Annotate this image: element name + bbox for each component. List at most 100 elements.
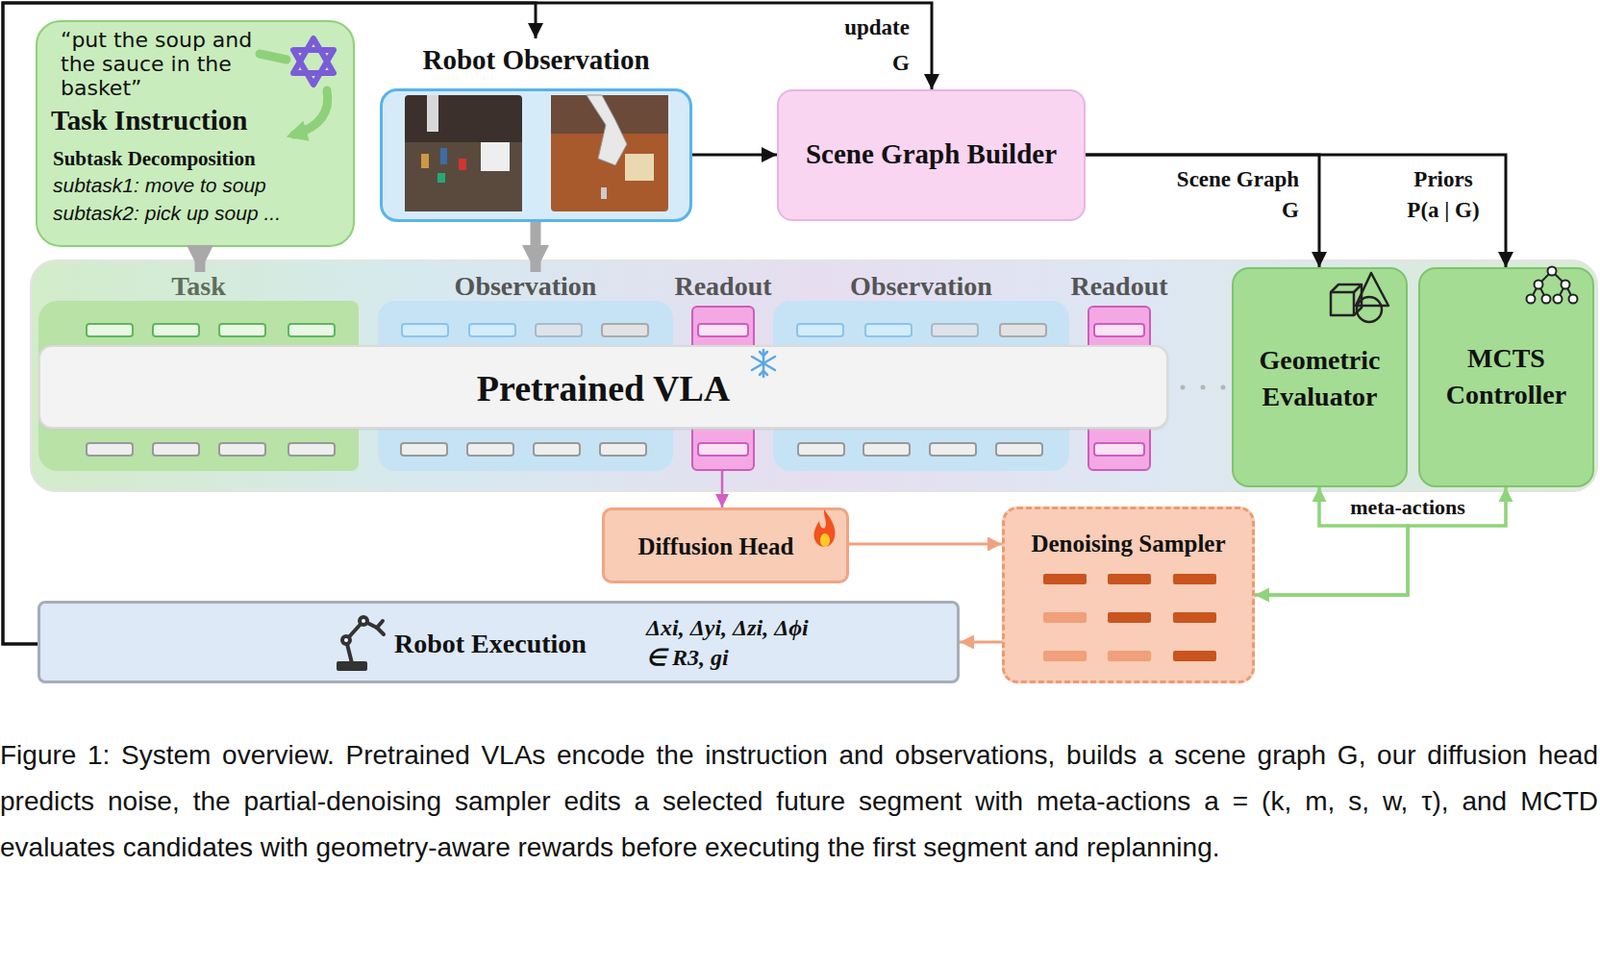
node-label: Pretrained VLA [40, 368, 1167, 409]
output-token [86, 443, 1043, 456]
node-text: Subtask Decomposition [52, 147, 256, 171]
camera-image [404, 142, 523, 212]
tree-icon [1534, 280, 1544, 290]
camera-image [550, 95, 669, 212]
node-label: Scene Graph Builder [778, 137, 1084, 171]
node-label: MCTS Controller [1420, 340, 1593, 414]
connector-arrow [1254, 487, 1408, 596]
connector-arrow [530, 222, 542, 273]
readout-token [1094, 324, 1145, 337]
readout-token [1094, 443, 1145, 456]
robot-arm-icon [346, 621, 377, 664]
trajectory-segment [1173, 650, 1217, 662]
geometry-icon [1355, 273, 1389, 306]
observation-panel: Robot Observation [379, 38, 693, 223]
geometry-icon [1356, 297, 1382, 323]
trajectory-segment [1173, 612, 1217, 624]
geometry-icon [1330, 273, 1389, 323]
connector-arrow [1085, 154, 1320, 268]
camera-image [586, 95, 627, 166]
frozen-snowflake [751, 356, 775, 371]
connector-arrow [1254, 487, 1506, 596]
connector-arrow [2, 2, 536, 645]
module-box: MCTS Controller [1418, 267, 1595, 488]
frozen-snowflake [751, 356, 775, 371]
observation-token [601, 324, 649, 337]
node-text: Task Instruction [50, 104, 248, 136]
robot-arm-icon [359, 617, 368, 625]
task-token [152, 324, 200, 337]
trajectory-segment [1107, 612, 1151, 624]
output-token [467, 443, 514, 456]
llm-logo [293, 50, 334, 85]
model-box: Pretrained VLA [38, 345, 1169, 429]
task-token [86, 324, 133, 337]
frozen-snowflake [759, 351, 764, 356]
robot-arm-icon [338, 617, 384, 670]
camera-image [426, 95, 439, 132]
connector-arrow [959, 641, 1002, 645]
camera-image [404, 95, 523, 212]
trajectory-segment [1107, 650, 1151, 662]
trajectory-segment [1043, 574, 1087, 585]
trainable-fire [814, 509, 836, 548]
node-label: Denoising Sampler [1004, 530, 1252, 558]
node-label: Task [171, 272, 226, 301]
camera-image [437, 173, 446, 183]
output-token [86, 443, 133, 456]
output-token [533, 443, 580, 456]
tree-icon [1538, 284, 1547, 300]
output-token [288, 443, 335, 456]
node-label: Diffusion Head [604, 533, 827, 561]
connector-arrow [849, 543, 1002, 547]
node-label: Robot Observation [379, 44, 693, 75]
trajectory-segment [1043, 612, 1087, 624]
node-frame [379, 88, 693, 223]
tree-icon [1538, 271, 1552, 285]
execution-box: Robot ExecutionΔxi, Δyi, Δzi, Δϕi ∈ R3, … [37, 600, 960, 684]
continuation-dots [1200, 385, 1206, 391]
trajectory-segment [1107, 574, 1151, 585]
trajectory-segment [1173, 574, 1217, 585]
tree-icon [1548, 267, 1557, 276]
continuation-dots [1221, 385, 1226, 391]
process-box: Diffusion Head [601, 507, 850, 584]
geometry-icon [1353, 284, 1362, 293]
decompose-arrow [259, 53, 328, 135]
sampler-box: Denoising Sampler [1001, 506, 1255, 684]
continuation-dots [1180, 385, 1226, 391]
module-box: Geometric Evaluator [1231, 267, 1408, 488]
frozen-snowflake [759, 371, 764, 375]
connector-arrow [2, 2, 932, 645]
frozen-snowflake [762, 350, 766, 377]
trajectory-segment [1043, 574, 1217, 662]
camera-image [625, 153, 654, 181]
edge-label: meta-actions [1311, 495, 1504, 521]
camera-image [404, 95, 523, 212]
tree-icon [1542, 295, 1551, 304]
output-token [798, 443, 845, 456]
model-band [30, 260, 1598, 492]
task-token [86, 324, 335, 337]
frozen-snowflake [763, 371, 768, 375]
camera-image [421, 153, 429, 169]
tree-icon [1526, 267, 1578, 304]
tree-icon [1551, 271, 1566, 285]
camera-image [480, 142, 510, 172]
geometry-icon [1330, 284, 1362, 316]
camera-image [458, 158, 467, 171]
llm-logo [293, 38, 334, 74]
node-text: subtask2: pick up soup ... [52, 200, 281, 226]
output-token [996, 443, 1043, 456]
trajectory-segment [1043, 650, 1087, 662]
connector-arrow [721, 471, 725, 508]
connector-arrow [1085, 154, 1506, 268]
task-token [288, 324, 335, 337]
connector-arrow [195, 247, 206, 273]
tree-icon [1526, 295, 1536, 304]
output-token [219, 443, 266, 456]
observation-token [797, 324, 844, 337]
node-label: “put the soup and the sauce in the baske… [60, 27, 265, 100]
node-text: Δxi, Δyi, Δzi, Δϕi ∈ R3, gi [646, 613, 818, 674]
